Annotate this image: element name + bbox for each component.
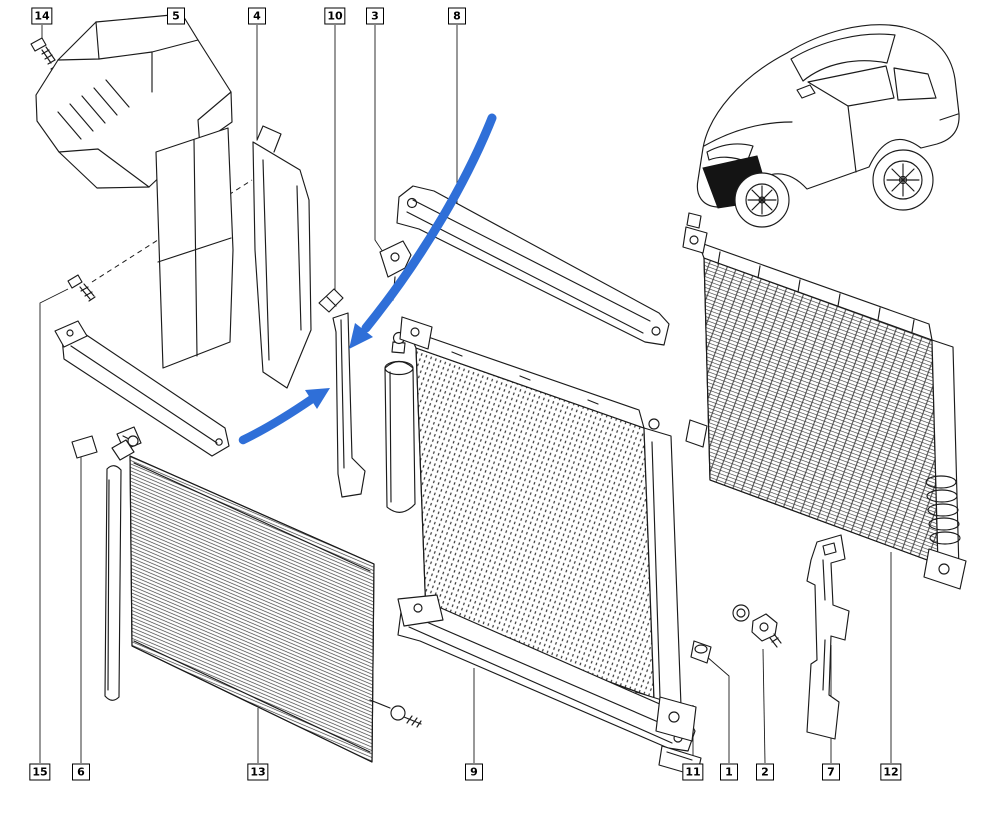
callout-9[interactable]: 9 [465, 763, 483, 781]
leader-line-1 [705, 655, 730, 763]
callout-10[interactable]: 10 [324, 7, 346, 25]
receiver-drier-part [379, 240, 416, 513]
callout-2[interactable]: 2 [756, 763, 774, 781]
blue-arrow-up-right-head [305, 388, 330, 409]
blue-arrow-up-right-shaft [238, 394, 317, 445]
side-baffle-part [806, 534, 850, 740]
callout-5[interactable]: 5 [167, 7, 185, 25]
callout-8[interactable]: 8 [448, 7, 466, 25]
leader-line-3 [374, 25, 384, 253]
leader-line-15 [39, 288, 69, 763]
callout-3[interactable]: 3 [366, 7, 384, 25]
blue-arrow-down-left-head [349, 323, 373, 349]
callout-13[interactable]: 13 [247, 763, 269, 781]
condenser-part [104, 435, 422, 763]
inner-air-baffle-part [155, 127, 234, 369]
radiator-lower-mount-part [690, 640, 712, 664]
blue-arrow-down-left-shaft [361, 113, 497, 333]
annotation-arrows [238, 113, 497, 445]
screw-lower-icon [67, 274, 96, 302]
plug-and-seal-part [732, 604, 782, 648]
car-illustration [696, 24, 960, 228]
callout-15[interactable]: 15 [29, 763, 51, 781]
callout-12[interactable]: 12 [880, 763, 902, 781]
upper-crossmember-part [396, 185, 670, 346]
fan-shroud-assembly-part [399, 316, 682, 728]
callout-6[interactable]: 6 [72, 763, 90, 781]
leader-line-2 [762, 648, 766, 764]
radiator-part [682, 212, 967, 590]
screw-upper-icon [30, 37, 57, 70]
callout-14[interactable]: 14 [31, 7, 53, 25]
mounting-bracket-part [318, 288, 366, 498]
callout-7[interactable]: 7 [822, 763, 840, 781]
callout-11[interactable]: 11 [682, 763, 704, 781]
callout-4[interactable]: 4 [248, 7, 266, 25]
air-deflector-side-part [252, 125, 312, 389]
callout-1[interactable]: 1 [720, 763, 738, 781]
